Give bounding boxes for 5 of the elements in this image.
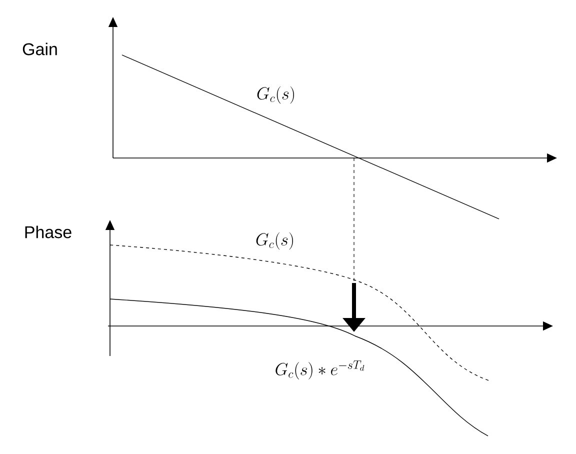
axis-label: Phase [25,226,72,238]
curve-label: $G_c(s)$ [257,86,294,104]
curve-label: $G_c(s)$ [256,232,293,250]
axis-label: Gain [22,42,57,56]
curve-label: $G_c(s) \ast e^{-sT_d}$ [276,360,364,380]
